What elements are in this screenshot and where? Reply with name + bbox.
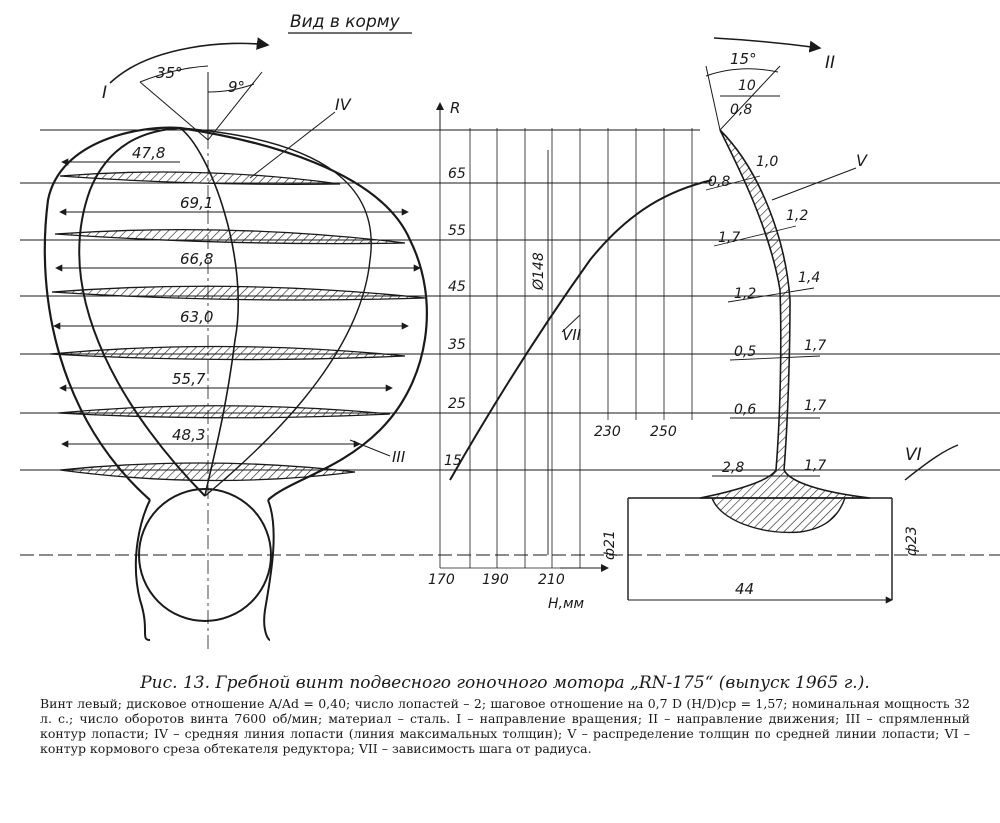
hub-diameter-left: ф21	[602, 530, 618, 560]
root-fillet	[711, 497, 846, 534]
figure-caption: Рис. 13. Гребной винт подвесного гоночно…	[40, 672, 970, 756]
thickness-left-4: 0,5	[734, 344, 756, 360]
thickness-top-08: 0,8	[730, 102, 752, 118]
section-dimension-lines	[53, 158, 421, 448]
h-tick-190: 190	[482, 572, 509, 588]
thickness-right-2: 1,2	[786, 208, 808, 224]
marker-pitch: VII	[562, 326, 582, 344]
r-tick-15: 15	[444, 453, 462, 469]
marker-thickness: V	[856, 151, 868, 170]
diameter-label: Ø148	[531, 252, 547, 291]
thickness-left-values: 0,8 1,7 1,2 0,5 0,6 2,8	[708, 174, 756, 476]
section-width-5: 55,7	[172, 370, 206, 388]
marker-motion: II	[825, 53, 835, 73]
r-tick-65: 65	[448, 166, 466, 182]
hub	[134, 488, 275, 641]
h-tick-250: 250	[650, 424, 677, 440]
hub-profile	[627, 444, 959, 600]
hub-length: 44	[735, 580, 754, 598]
straightened-leader	[349, 439, 391, 457]
r-axis-label: R	[450, 99, 460, 117]
h-tick-210: 210	[538, 572, 565, 588]
thickness-left-5: 0,6	[734, 402, 756, 418]
top-angle-construction	[705, 65, 781, 131]
reference-lines	[20, 129, 1000, 556]
mid-line-leader	[249, 111, 336, 179]
angle-35: 35°	[156, 64, 183, 82]
blade-sections	[49, 171, 426, 482]
thickness-left-6: 2,8	[722, 460, 744, 476]
section-width-4: 63,0	[180, 308, 213, 326]
view-label: Вид в корму	[290, 12, 401, 32]
marker-straightened: III	[392, 448, 406, 466]
r-tick-55: 55	[448, 223, 466, 239]
caption-text: Винт левый; дисковое отношение A/Ad = 0,…	[40, 696, 970, 756]
thickness-right-5: 1,7	[804, 398, 826, 414]
h-tick-170: 170	[428, 572, 455, 588]
angle-9: 9°	[228, 78, 245, 96]
h-axis-ticks: 170 190 210 230 250	[428, 424, 677, 588]
motion-arrow: II	[713, 37, 835, 73]
section-width-3: 66,8	[180, 250, 213, 268]
r-tick-45: 45	[448, 279, 466, 295]
section-width-6: 48,3	[172, 426, 205, 444]
thickness-leader	[771, 167, 857, 201]
r-axis-ticks: 65 55 45 35 25 15	[444, 166, 466, 469]
thickness-right-1: 1,0	[756, 154, 778, 170]
thickness-left-2: 1,7	[718, 230, 740, 246]
thickness-left-1: 0,8	[708, 174, 730, 190]
section-widths: 47,8 69,1 66,8 63,0 55,7 48,3	[132, 144, 213, 444]
marker-rotation: I	[102, 83, 107, 103]
blade-outline	[43, 126, 428, 501]
thickness-top-10: 10	[738, 78, 756, 94]
section-width-1: 47,8	[132, 144, 165, 162]
r-tick-35: 35	[448, 337, 466, 353]
pitch-grid	[439, 105, 693, 569]
r-tick-25: 25	[448, 396, 466, 412]
thickness-right-values: 1,0 1,2 1,4 1,7 1,7 1,7	[756, 154, 826, 474]
pitch-leader	[561, 314, 581, 333]
propeller-drawing: Вид в корму I 35° 9° IV	[20, 12, 1000, 650]
h-tick-230: 230	[594, 424, 621, 440]
caption-title: Рис. 13. Гребной винт подвесного гоночно…	[140, 673, 870, 693]
h-axis-label: H,мм	[548, 596, 585, 612]
marker-fairing: VI	[905, 445, 922, 465]
thickness-right-3: 1,4	[798, 270, 820, 286]
thickness-leaders	[705, 175, 821, 477]
marker-mid-line: IV	[335, 95, 352, 114]
thickness-right-6: 1,7	[804, 458, 826, 474]
pitch-curve	[449, 179, 713, 481]
rotation-arrow: I	[102, 37, 270, 103]
section-width-2: 69,1	[180, 194, 213, 212]
hub-diameter-right: ф23	[904, 526, 920, 556]
thickness-right-4: 1,7	[804, 338, 826, 354]
angle-15: 15°	[730, 50, 757, 68]
